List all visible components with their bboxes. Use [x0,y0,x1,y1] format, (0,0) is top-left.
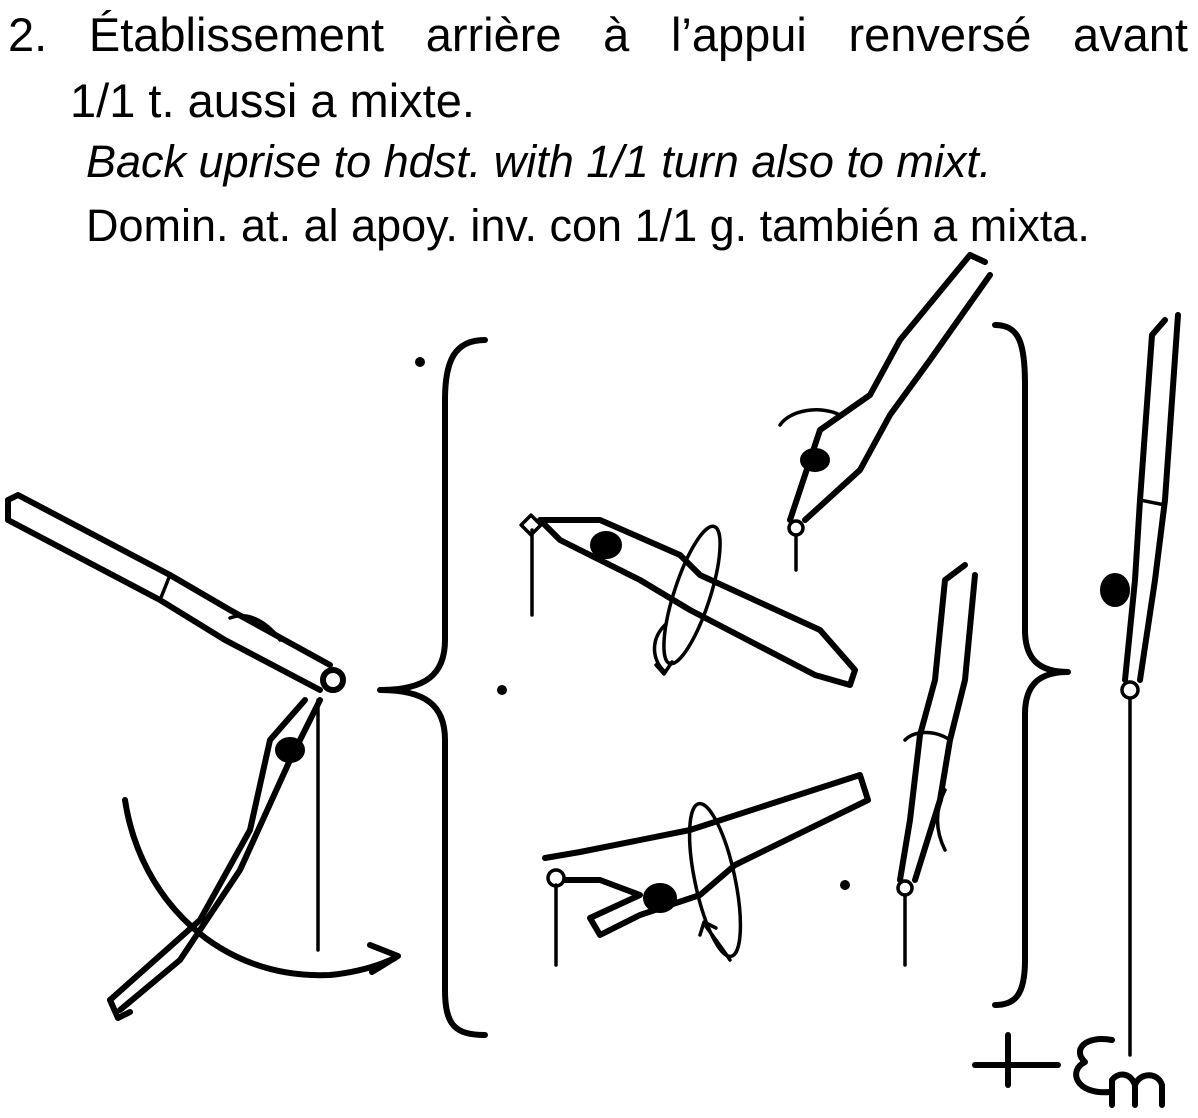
head [646,886,674,910]
bar-ring [898,881,912,895]
waist-line [160,575,170,600]
figure-rising [898,565,975,965]
figure-back-swing [8,495,398,1018]
sketch-dot [500,688,504,692]
letter-e [1076,1039,1112,1092]
hips [905,733,950,741]
body-outline [540,520,855,685]
figure-turn-upper [521,515,855,685]
body-outline [545,775,868,935]
left-brace [380,340,485,1035]
sketch-dot [843,883,847,887]
right-brace [995,325,1068,1005]
figure-handstand [1103,315,1178,1055]
head [278,740,302,760]
body-left [790,255,985,520]
letter-m [1112,1075,1162,1105]
sketch-dot [418,360,422,364]
figure-top-pike [780,255,990,570]
upper-body-bottom [8,520,320,690]
waist-line [1140,500,1165,505]
turn-arrow [705,925,730,960]
bar-ring [323,670,343,690]
difficulty-symbol [975,1035,1162,1105]
bar-ring [1122,682,1138,698]
head [593,534,619,556]
swing-arrow-head [370,945,398,972]
bar-ring [789,521,803,535]
figure-turn-lower [545,775,868,965]
head [803,451,827,469]
body-right [1140,315,1178,680]
body-right [805,275,990,520]
head [1103,576,1127,604]
